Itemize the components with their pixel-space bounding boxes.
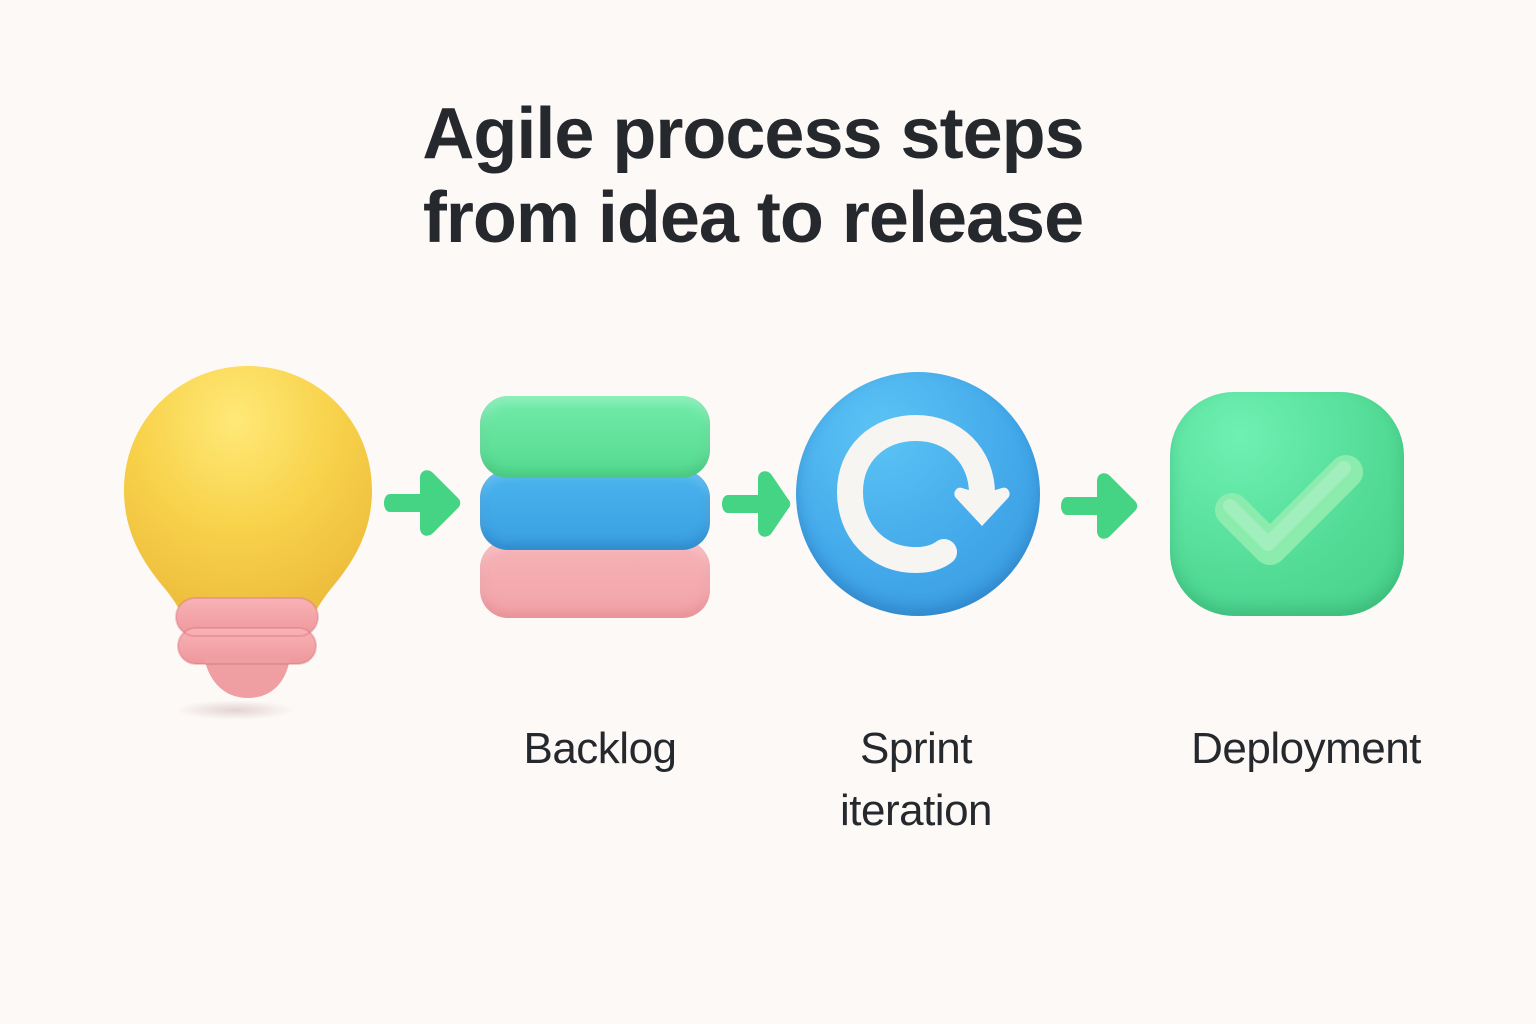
step-sprint bbox=[796, 372, 1044, 620]
arrow-right-icon bbox=[722, 471, 791, 537]
label-deployment: Deployment bbox=[1191, 724, 1421, 773]
step-idea bbox=[118, 358, 378, 718]
label-sprint-line-2: iteration bbox=[839, 786, 993, 835]
backlog-bar-blue bbox=[480, 470, 710, 550]
diagram-title: Agile process steps from idea to release bbox=[0, 92, 1506, 260]
label-backlog: Backlog bbox=[523, 724, 677, 773]
title-line-1: Agile process steps bbox=[422, 94, 1084, 174]
backlog-bar-pink bbox=[480, 540, 710, 618]
label-sprint-line-1: Sprint bbox=[860, 724, 972, 773]
step-backlog bbox=[480, 396, 712, 620]
deployment-tile bbox=[1170, 392, 1404, 616]
connector-arrow-3 bbox=[1057, 465, 1141, 545]
circular-arrow-icon bbox=[836, 414, 1010, 574]
bulb-shadow bbox=[175, 700, 295, 720]
label-sprint: Sprint iteration bbox=[796, 718, 1036, 842]
backlog-bar-green bbox=[480, 396, 710, 478]
arrow-right-icon bbox=[1061, 473, 1138, 539]
connector-arrow-2 bbox=[718, 463, 802, 543]
lightbulb-icon bbox=[124, 366, 372, 698]
title-line-2: from idea to release bbox=[422, 178, 1084, 258]
connector-arrow-1 bbox=[380, 462, 464, 542]
step-deployment bbox=[1170, 392, 1406, 618]
arrow-right-icon bbox=[384, 470, 461, 536]
checkmark-icon bbox=[1215, 455, 1363, 565]
